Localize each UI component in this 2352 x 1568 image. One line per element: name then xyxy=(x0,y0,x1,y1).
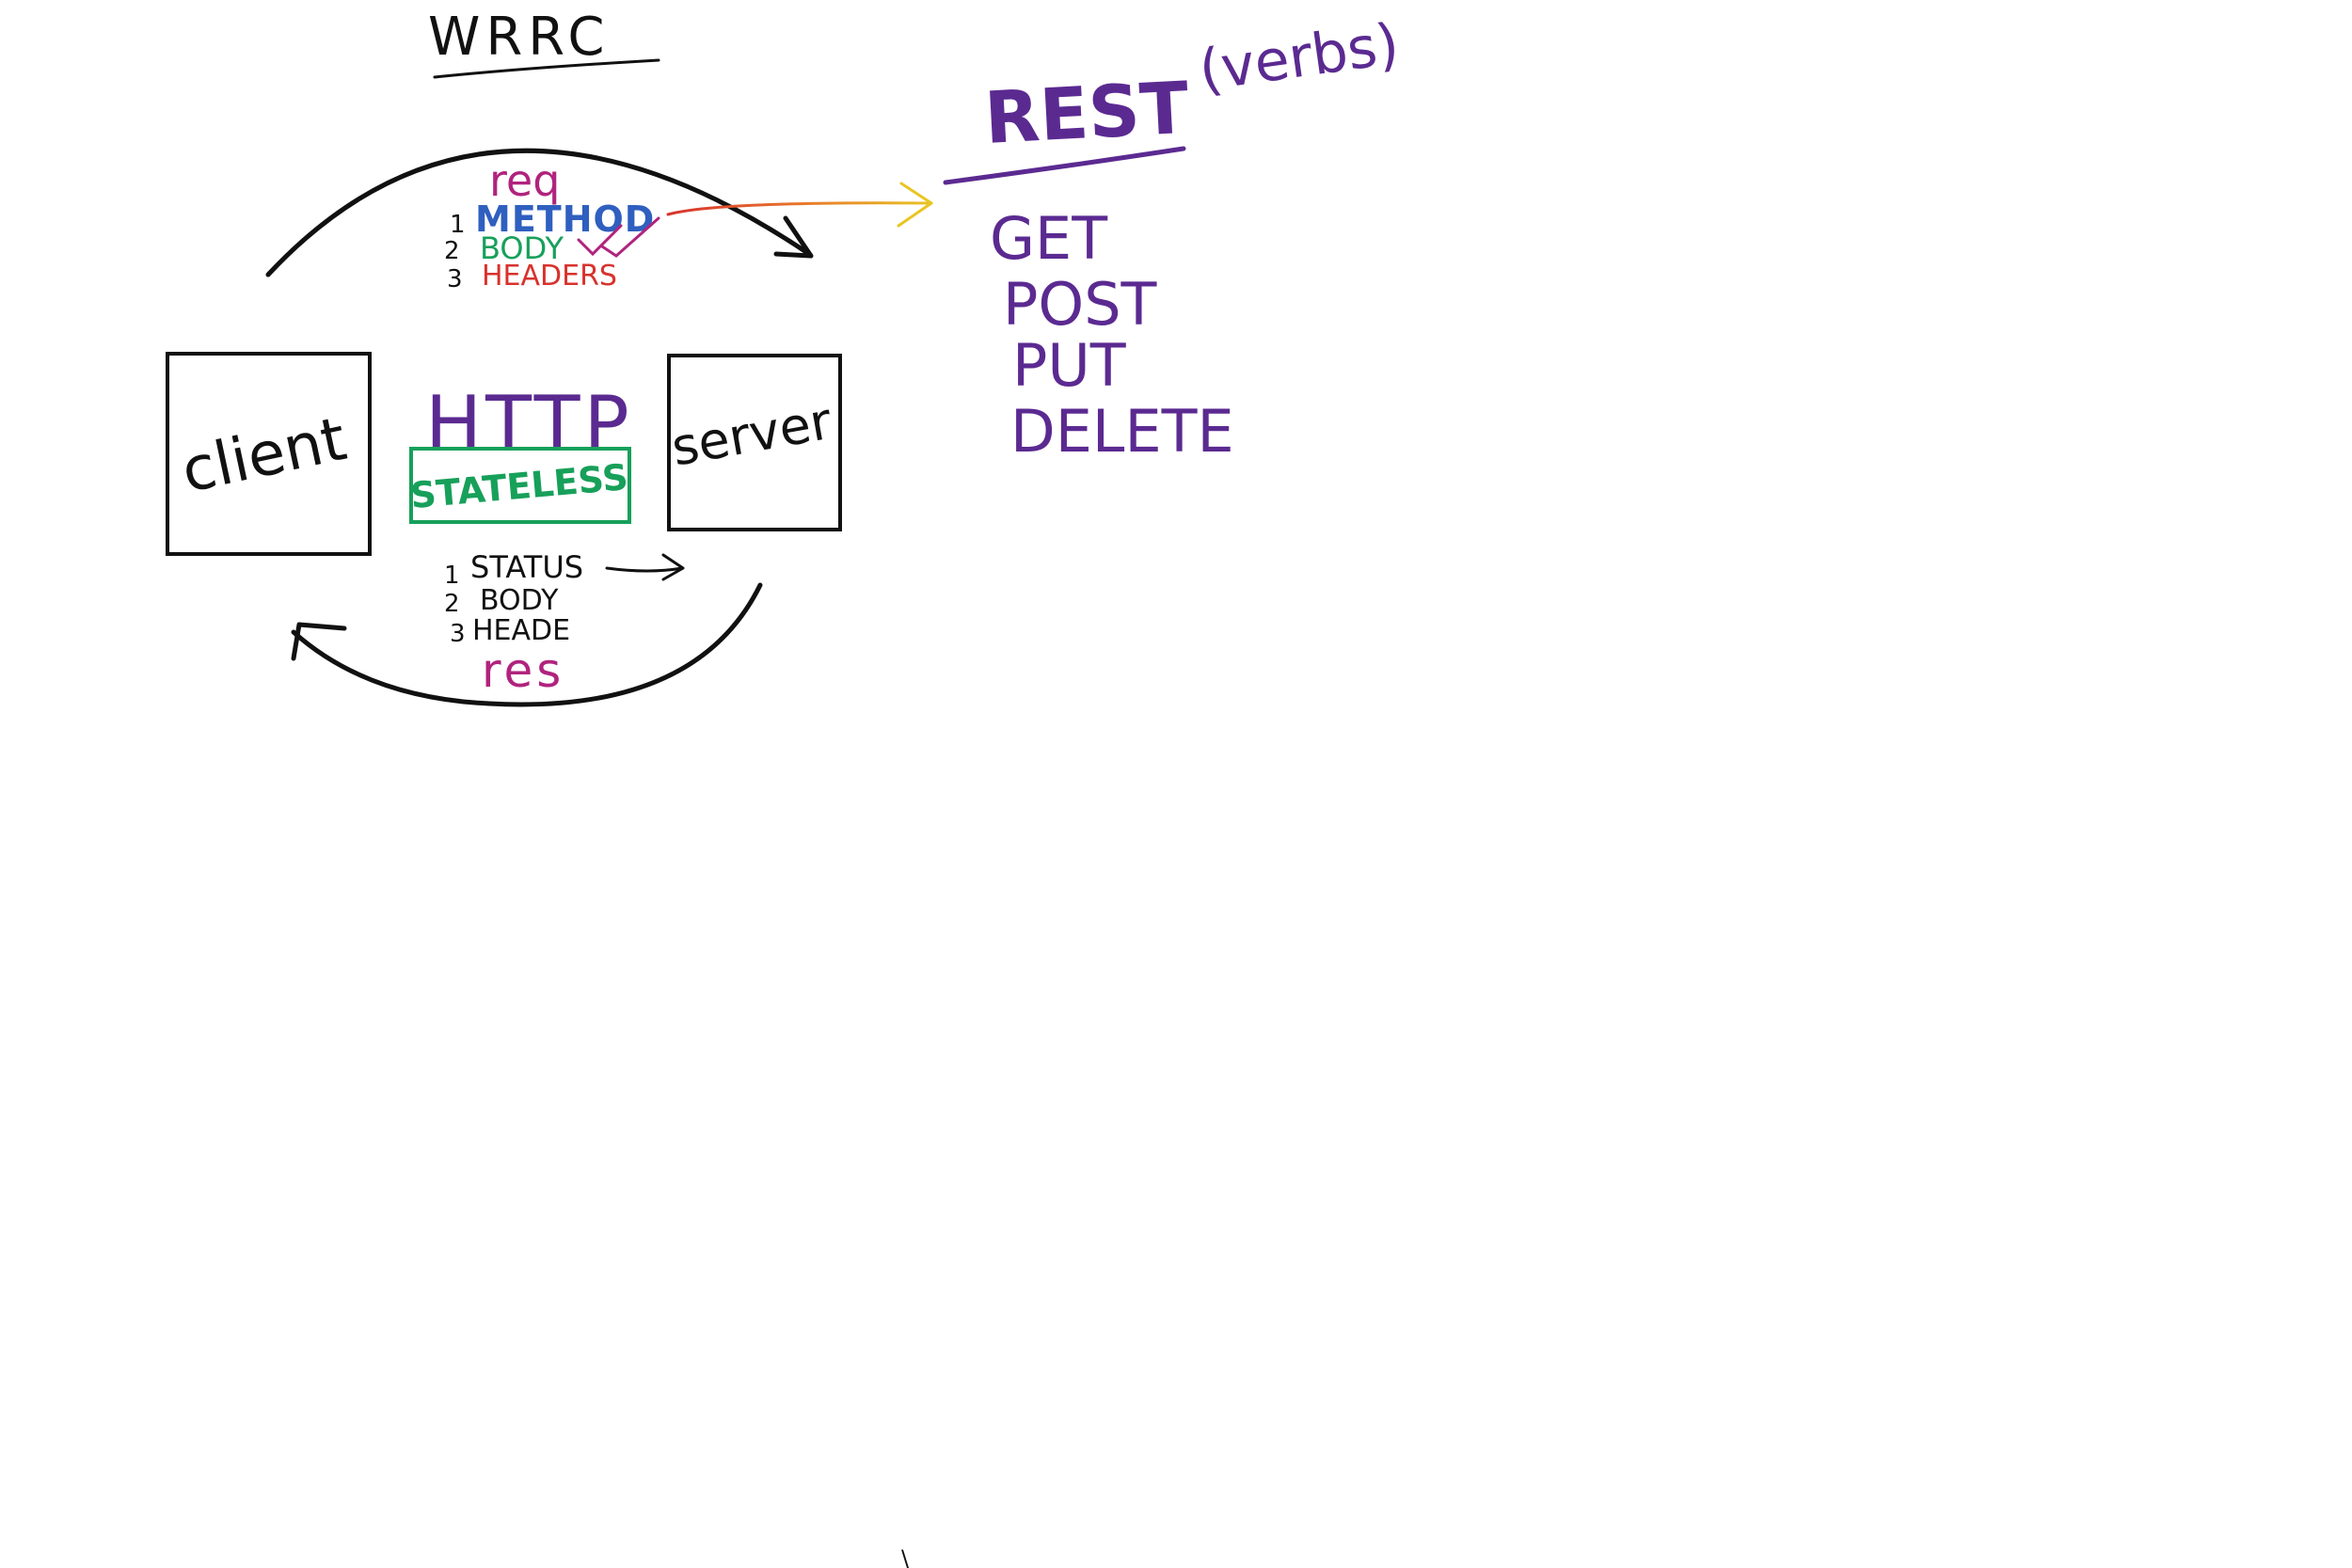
rest-verb-post: POST xyxy=(1003,270,1158,339)
request-item-3-text: HEADERS xyxy=(482,260,617,293)
request-item-2-num: 2 xyxy=(444,237,460,265)
stray-mark: \ xyxy=(901,1545,910,1568)
client-label: client xyxy=(176,404,352,507)
check-mark xyxy=(577,216,660,258)
request-item-1-num: 1 xyxy=(450,211,466,239)
request-item-2-text: BODY xyxy=(480,230,564,266)
rest-verb-put: PUT xyxy=(1012,331,1127,400)
method-to-rest-arrow xyxy=(666,201,933,216)
client-box xyxy=(166,352,372,556)
status-arrow xyxy=(605,553,685,581)
diagram-title: WRRC xyxy=(428,7,611,68)
response-item-1-text: STATUS xyxy=(470,549,583,585)
stateless-box xyxy=(409,447,631,524)
request-arrowhead xyxy=(773,215,814,259)
server-label: server xyxy=(667,391,836,478)
request-item-3-num: 3 xyxy=(447,265,463,293)
response-item-3-num: 3 xyxy=(450,620,466,648)
response-item-2-text: BODY xyxy=(480,584,559,617)
response-arrowhead xyxy=(291,622,347,661)
response-item-3-text: HEADE xyxy=(472,614,570,647)
rest-verb-get: GET xyxy=(990,204,1108,273)
response-item-1-num: 1 xyxy=(444,562,460,590)
request-arc xyxy=(265,148,812,277)
rest-note: (verbs) xyxy=(1195,11,1403,104)
rest-verb-delete: DELETE xyxy=(1010,397,1234,466)
rest-underline xyxy=(943,146,1186,185)
response-item-2-num: 2 xyxy=(444,590,460,618)
rest-title: REST xyxy=(982,66,1191,160)
request-label: req xyxy=(489,155,560,206)
protocol-name: HTTP xyxy=(425,380,633,467)
response-label: res xyxy=(482,643,564,698)
method-to-rest-arrowhead xyxy=(897,182,933,228)
title-underline xyxy=(433,58,660,79)
request-item-1-text: METHOD xyxy=(475,198,655,240)
response-arc xyxy=(291,582,763,707)
server-box xyxy=(667,354,842,531)
